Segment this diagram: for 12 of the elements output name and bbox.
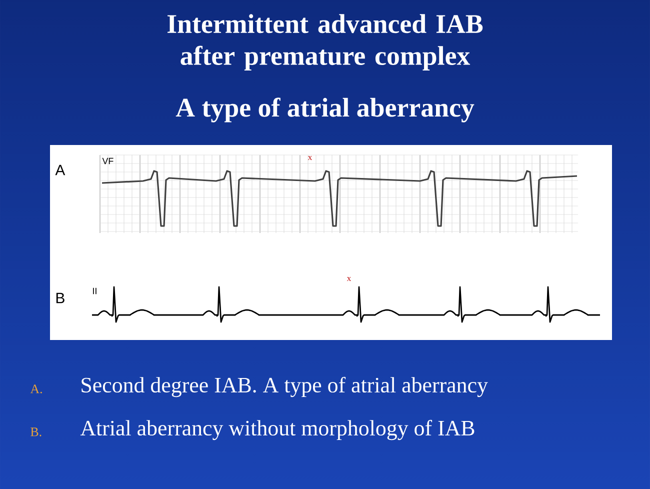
list-marker: A. xyxy=(30,384,42,394)
list-item: Second degree IAB. A type of atrial aberrancy xyxy=(82,376,488,398)
panel-letter: A xyxy=(55,164,66,176)
panel-letter: B xyxy=(56,292,64,304)
marker-x: x xyxy=(346,276,352,282)
slide-subtitle: A type of atrial aberrancy xyxy=(176,98,474,122)
slide-title: Intermittent advanced IAB after premature complex xyxy=(168,14,483,70)
lead-label: VF xyxy=(102,158,114,164)
list-marker: B. xyxy=(30,428,42,436)
marker-x: x xyxy=(308,156,312,160)
lead-label: II xyxy=(93,288,96,294)
list-item: Atrial aberrancy without morphology of IAB xyxy=(80,420,474,440)
